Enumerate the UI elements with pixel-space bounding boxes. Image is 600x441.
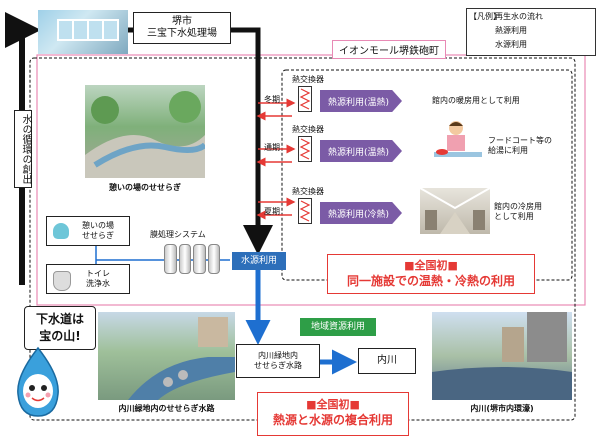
- cook-illustration: [432, 118, 484, 166]
- heat-use-1: 熱源利用(温熱): [320, 90, 402, 112]
- canal-caption: 内川緑地内のせせらぎ水路: [118, 404, 215, 413]
- regional-resource-label: 地域資源利用: [300, 318, 376, 336]
- membrane-label: 膜処理システム: [150, 230, 206, 239]
- river-box: 内川: [358, 348, 416, 374]
- heat-exchanger-icon: [298, 198, 312, 224]
- seseragi-label: 憩いの場 せせらぎ: [82, 221, 114, 240]
- seseragi-box: 憩いの場 せせらぎ: [46, 216, 130, 246]
- hx-label-3: 熱交換器: [292, 187, 324, 196]
- garden-caption: 憩いの場のせせらぎ: [109, 183, 181, 192]
- hx-label-2: 熱交換器: [292, 125, 324, 134]
- season-winter: 冬期: [264, 95, 280, 104]
- first-highlight-1: ■全国初■ 同一施設での温熱・冷熱の利用: [327, 254, 535, 294]
- plant-tanks-icon: [57, 19, 119, 41]
- first-text-2: 熱源と水源の複合利用: [272, 413, 393, 427]
- plant-label: 堺市 三宝下水処理場: [133, 12, 231, 44]
- water-use-box: 水源利用: [232, 252, 286, 270]
- legend-item-heat: 熱源利用: [495, 26, 527, 35]
- membrane-filter-icon: [164, 244, 220, 274]
- heat-exchanger-icon: [298, 86, 312, 112]
- toilet-icon: [53, 271, 71, 291]
- toilet-label: トイレ 洗浄水: [86, 269, 110, 288]
- heat-use-3: 熱源利用(冷熱): [320, 202, 402, 224]
- plant-photo: [38, 10, 128, 54]
- fountain-icon: [53, 223, 69, 239]
- first-tag-1: ■全国初■: [404, 259, 458, 272]
- first-tag-2: ■全国初■: [306, 398, 360, 411]
- speech-text: 下水道は 宝の山!: [35, 312, 84, 343]
- plant-name-line2: 三宝下水処理場: [147, 28, 217, 39]
- mascot-icon: [17, 346, 59, 417]
- channel-label: 内川緑地内 せせらぎ水路: [254, 351, 302, 370]
- channel-box: 内川緑地内 せせらぎ水路: [236, 344, 320, 378]
- legend-title: 【凡例】: [469, 12, 501, 21]
- heat-use-2: 熱源利用(温熱): [320, 140, 402, 162]
- first-highlight-2: ■全国初■ 熱源と水源の複合利用: [257, 392, 409, 436]
- legend: 【凡例】 再生水の流れ 熱源利用 水源利用: [466, 8, 596, 56]
- heat-desc-3: 館内の冷房用 として利用: [494, 202, 542, 221]
- garden-photo: [85, 85, 205, 178]
- legend-item-water: 水源利用: [495, 40, 527, 49]
- heat-desc-2: フードコート等の 給湯に利用: [488, 136, 552, 155]
- heat-desc-1: 館内の暖房用として利用: [432, 96, 520, 105]
- plant-name-line1: 堺市: [172, 16, 192, 27]
- toilet-box: トイレ 洗浄水: [46, 264, 130, 294]
- speech-bubble: 下水道は 宝の山!: [24, 306, 96, 350]
- river-caption: 内川(堺市内環濠): [470, 404, 534, 413]
- hx-label-1: 熱交換器: [292, 75, 324, 84]
- river-photo: [432, 312, 572, 400]
- season-allyear: 通期: [264, 143, 280, 152]
- mall-interior-photo: [420, 188, 490, 234]
- cycle-label-text: 水の循環の創出: [20, 114, 31, 184]
- cycle-label: 水の循環の創出: [14, 110, 32, 188]
- first-text-1: 同一施設での温熱・冷熱の利用: [346, 274, 515, 288]
- season-summer: 夏期: [264, 207, 280, 216]
- legend-item-recycled: 再生水の流れ: [495, 12, 543, 21]
- heat-exchanger-icon: [298, 136, 312, 162]
- canal-photo: [98, 312, 235, 400]
- mall-name: イオンモール堺鉄砲町: [332, 40, 446, 59]
